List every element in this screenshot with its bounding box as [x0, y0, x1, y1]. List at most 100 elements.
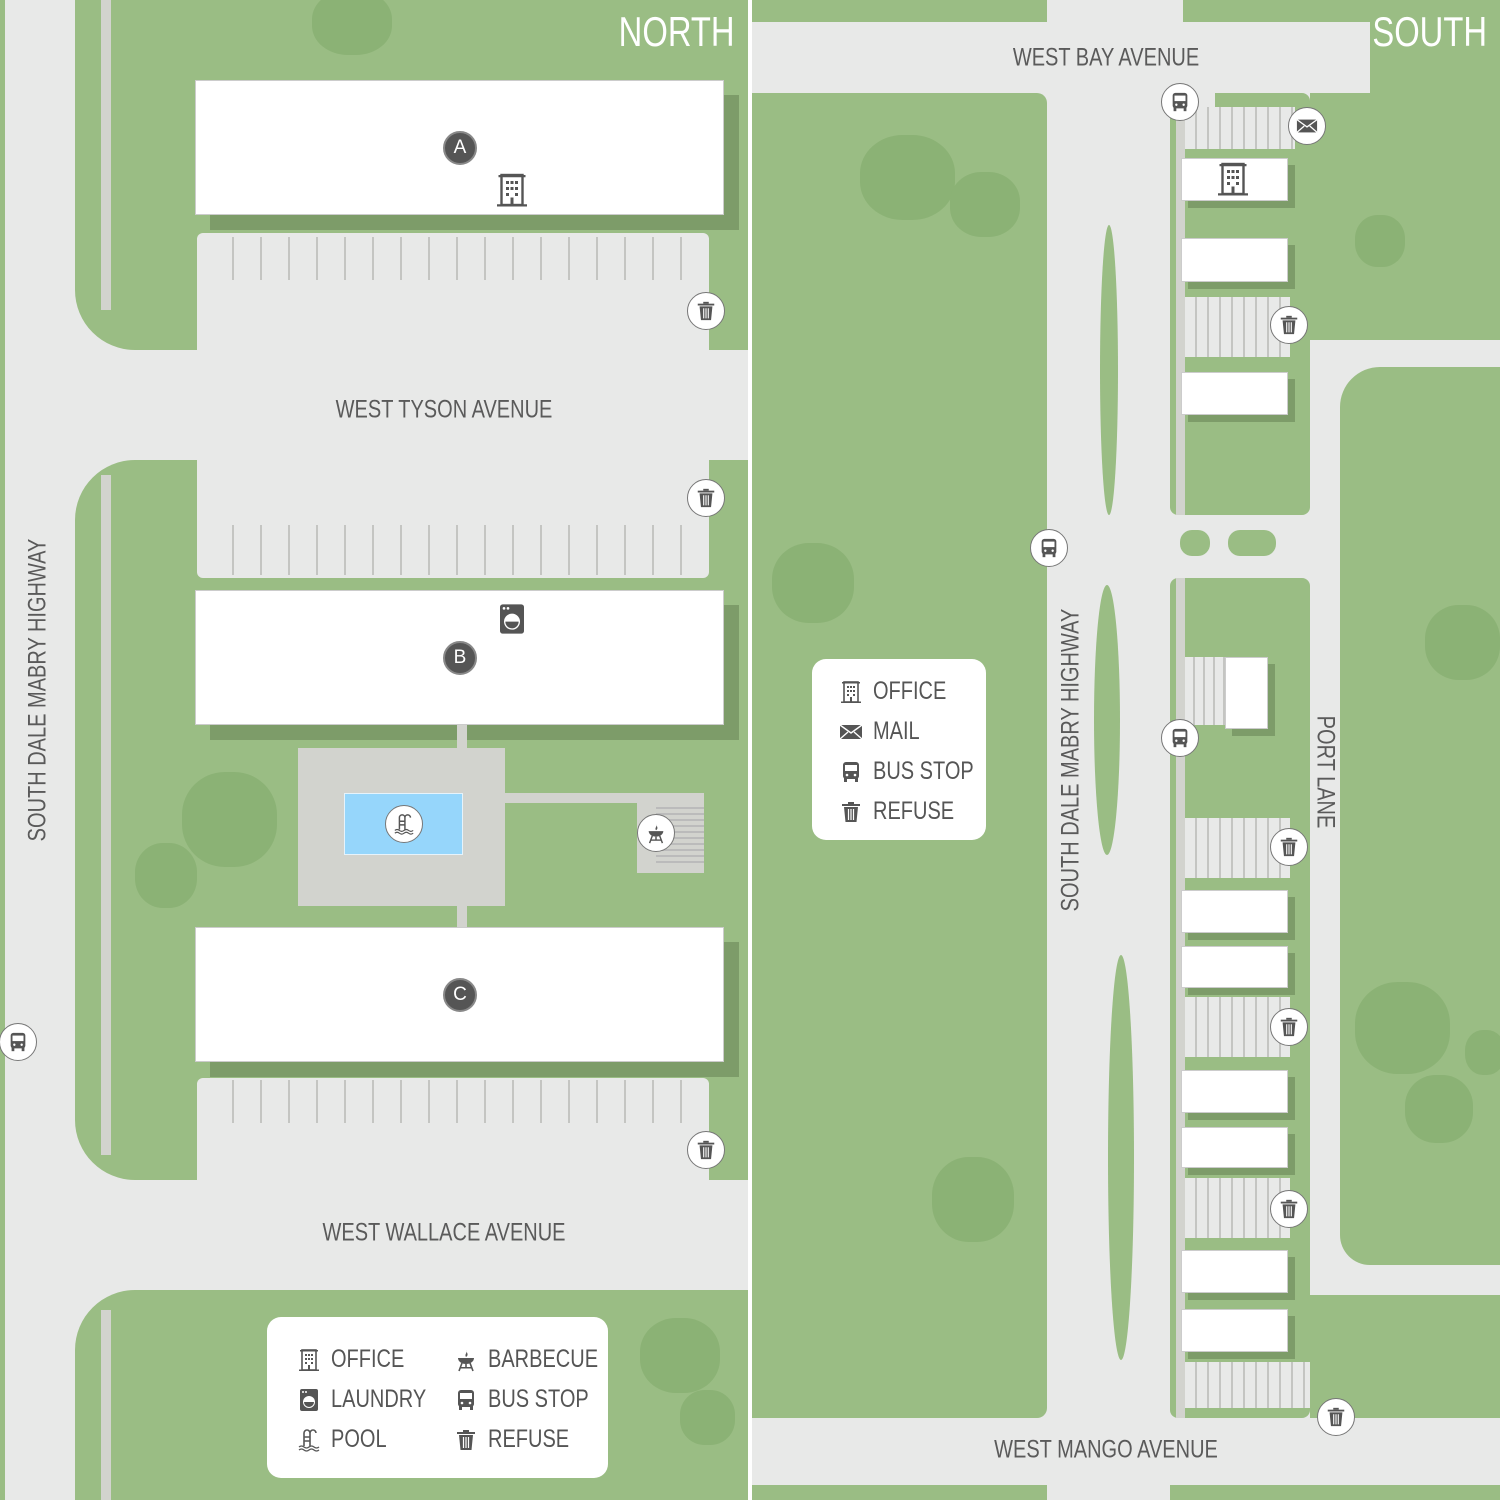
- legend-item-office: OFFICE: [839, 677, 965, 706]
- legend-label: LAUNDRY: [331, 1385, 427, 1413]
- street-dale-mabry-left: SOUTH DALE MABRY HIGHWAY: [23, 538, 52, 842]
- sidewalk: [1176, 578, 1185, 1418]
- legend-item-bus-stop: BUS STOP: [454, 1385, 614, 1414]
- bus-stop-icon[interactable]: [0, 1023, 37, 1061]
- tree: [680, 1390, 735, 1445]
- mail-icon[interactable]: [1288, 107, 1326, 145]
- barbecue-icon[interactable]: [637, 814, 675, 852]
- tree: [312, 0, 392, 55]
- legend-item-pool: POOL: [297, 1425, 400, 1454]
- parking-stalls: [206, 237, 696, 280]
- refuse-icon[interactable]: [1270, 828, 1308, 866]
- legend-item-laundry: LAUNDRY: [297, 1385, 450, 1414]
- median: [1100, 225, 1118, 515]
- building: [1181, 1127, 1288, 1168]
- office-icon: [297, 1348, 321, 1372]
- tree: [1425, 605, 1500, 680]
- island: [1180, 530, 1210, 556]
- pool-icon[interactable]: [385, 805, 423, 843]
- building: [1181, 890, 1288, 933]
- refuse-icon[interactable]: [1270, 306, 1308, 344]
- bus-stop-icon[interactable]: [1161, 83, 1199, 121]
- legend-label: REFUSE: [488, 1425, 570, 1453]
- building-b-marker[interactable]: B: [443, 641, 477, 675]
- legend-item-mail: MAIL: [839, 717, 931, 746]
- building: [1181, 1070, 1288, 1113]
- refuse-icon: [839, 800, 863, 824]
- legend-label: REFUSE: [873, 797, 955, 825]
- barbecue-icon: [454, 1348, 478, 1372]
- building: [1181, 372, 1288, 415]
- building: [1181, 1250, 1288, 1293]
- bus-stop-icon[interactable]: [1161, 719, 1199, 757]
- sidewalk: [101, 0, 111, 310]
- refuse-icon[interactable]: [687, 1131, 725, 1169]
- tree: [860, 135, 955, 220]
- sidewalk: [101, 475, 111, 1155]
- grass-block: [752, 1485, 1047, 1500]
- refuse-icon[interactable]: [687, 479, 725, 517]
- building: [1181, 1309, 1288, 1352]
- office-icon[interactable]: [1215, 160, 1251, 198]
- tree: [182, 772, 277, 867]
- tree: [1355, 215, 1405, 267]
- tree: [135, 843, 197, 908]
- panel-divider: [748, 0, 752, 1500]
- tree: [932, 1157, 1014, 1242]
- parking-stalls: [1185, 107, 1295, 149]
- parking-stalls: [1185, 1362, 1310, 1408]
- walkway: [505, 793, 640, 803]
- refuse-icon[interactable]: [1317, 1398, 1355, 1436]
- grass-block: [752, 0, 1047, 22]
- bus-stop-icon[interactable]: [1030, 529, 1068, 567]
- median: [1094, 585, 1120, 855]
- refuse-icon[interactable]: [687, 292, 725, 330]
- tree: [772, 543, 854, 623]
- parking-stalls: [206, 1080, 696, 1123]
- legend-label: OFFICE: [873, 677, 947, 705]
- median: [1108, 955, 1134, 1360]
- parking-stalls: [1185, 657, 1225, 725]
- building-a-marker[interactable]: A: [443, 131, 477, 165]
- street-west-wallace: WEST WALLACE AVENUE: [322, 1218, 566, 1247]
- south-title: SOUTH: [1372, 8, 1487, 55]
- parking-stalls: [206, 525, 696, 575]
- refuse-icon: [454, 1428, 478, 1452]
- refuse-icon[interactable]: [1270, 1008, 1308, 1046]
- grass-block: [1170, 1485, 1500, 1500]
- legend-label: BUS STOP: [488, 1385, 589, 1413]
- building-c-marker[interactable]: C: [443, 978, 477, 1012]
- street-dale-mabry-right: SOUTH DALE MABRY HIGHWAY: [1056, 608, 1085, 912]
- grass-block: [1310, 93, 1500, 340]
- pool-icon: [297, 1428, 321, 1452]
- street-west-bay: WEST BAY AVENUE: [1012, 43, 1200, 72]
- legend-label: OFFICE: [331, 1345, 405, 1373]
- legend-label: MAIL: [873, 717, 920, 745]
- legend-south: OFFICE MAIL BUS STOP REFUSE: [812, 659, 986, 840]
- building: [1225, 657, 1268, 729]
- bus-stop-icon: [839, 760, 863, 784]
- street-west-mango: WEST MANGO AVENUE: [994, 1435, 1218, 1464]
- tree: [640, 1318, 720, 1393]
- tree: [1465, 1030, 1500, 1075]
- legend-north: OFFICE LAUNDRY POOL BARBECUE BUS STOP RE…: [267, 1317, 608, 1478]
- legend-item-refuse: REFUSE: [454, 1425, 589, 1454]
- grass-block: [1310, 1295, 1500, 1418]
- bus-stop-icon: [454, 1388, 478, 1412]
- grass-strip: [0, 0, 5, 1500]
- laundry-icon[interactable]: [496, 600, 528, 638]
- legend-item-barbecue: BARBECUE: [454, 1345, 626, 1374]
- sidewalk: [101, 1310, 111, 1500]
- refuse-icon[interactable]: [1270, 1190, 1308, 1228]
- legend-label: POOL: [331, 1425, 387, 1453]
- legend-label: BARBECUE: [488, 1345, 599, 1373]
- legend-item-office: OFFICE: [297, 1345, 423, 1374]
- building: [1181, 238, 1288, 282]
- office-icon[interactable]: [494, 172, 530, 208]
- pool: [344, 793, 463, 855]
- grass-block: [1370, 0, 1500, 93]
- laundry-icon: [297, 1388, 321, 1412]
- tree: [1355, 982, 1450, 1074]
- sidewalk: [1176, 93, 1185, 515]
- tree: [1405, 1075, 1473, 1143]
